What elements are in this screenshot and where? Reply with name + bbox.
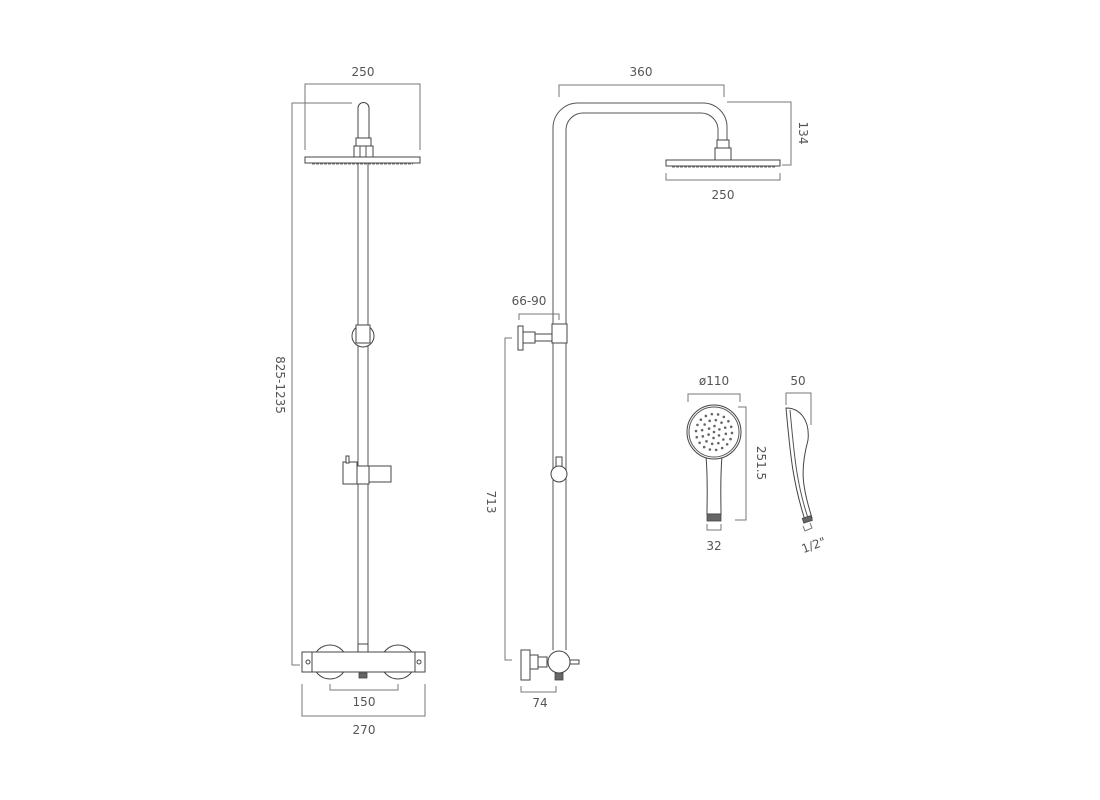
spray-nozzle (729, 437, 732, 441)
dimension-label: 74 (532, 696, 547, 710)
dimension-head-width-front: 250 (304, 65, 421, 150)
dimension-label: 150 (353, 695, 376, 709)
dimension-label: 270 (353, 723, 376, 737)
dimension-bracket-to-valve: 713 (484, 337, 512, 661)
spray-nozzle (723, 426, 727, 429)
dimension-label: 1/2" (800, 534, 828, 556)
spray-nozzle (703, 423, 706, 426)
dimension-label: 32 (706, 539, 721, 553)
spray-nozzle (722, 415, 726, 419)
spray-nozzle (729, 425, 733, 429)
handset-side (785, 407, 813, 524)
spray-nozzle (716, 413, 720, 416)
spray-nozzle (717, 441, 720, 445)
spray-nozzle (712, 436, 715, 440)
dimension-handset-thread: 1/2" (800, 522, 828, 556)
dimension-label: 251.5 (754, 446, 768, 480)
spray-nozzle (720, 421, 723, 424)
slider-holder-front (342, 455, 392, 485)
spray-nozzle (710, 442, 714, 446)
valve-side (520, 649, 580, 681)
overhead-shower-front (304, 102, 421, 165)
spray-nozzle (702, 445, 706, 449)
spray-nozzle (708, 419, 711, 423)
dimension-arm-drop: 134 (727, 101, 810, 166)
spray-nozzle (704, 414, 708, 418)
spray-nozzle (712, 430, 716, 434)
dimension-handset-nozzle: 32 (706, 524, 722, 553)
spray-nozzle (722, 438, 725, 441)
dimension-valve-depth: 74 (520, 686, 557, 710)
spray-nozzle (714, 418, 718, 422)
dimension-valve-width: 270 (301, 684, 426, 737)
spray-nozzle (714, 448, 718, 452)
dimension-label: 250 (352, 65, 375, 79)
dimension-wall-offset: 66-90 (512, 294, 560, 320)
side-view: 360 134 250 66-90 713 74 (484, 65, 810, 710)
dimension-valve-centres: 150 (329, 684, 399, 709)
riser-pipe-side (550, 343, 568, 650)
spray-nozzle (708, 448, 712, 451)
spray-nozzle (724, 432, 728, 436)
dimension-label: 360 (630, 65, 653, 79)
dimension-handset-length: 251.5 (735, 406, 768, 521)
spray-nozzle (720, 446, 724, 450)
spray-nozzle (713, 424, 716, 428)
spray-nozzle (698, 441, 701, 445)
spray-nozzle (707, 433, 710, 436)
spray-nozzle (730, 431, 734, 435)
spray-nozzle (699, 418, 703, 421)
spray-nozzle (701, 435, 705, 438)
spray-nozzle (725, 443, 729, 446)
front-view: 250 825-1235 150 270 (273, 65, 426, 737)
spray-nozzle (717, 434, 721, 437)
dimension-label: 50 (790, 374, 805, 388)
dimension-height-front: 825-1235 (273, 102, 352, 666)
spray-nozzle (710, 412, 714, 416)
spray-nozzle (705, 440, 708, 443)
dimension-label: 825-1235 (273, 356, 287, 414)
spray-nozzle (696, 423, 699, 427)
upper-bracket-front (351, 324, 375, 348)
thermostatic-valve-front (301, 643, 426, 680)
riser-pipe-front (357, 163, 369, 652)
spray-nozzle (718, 428, 721, 431)
dimension-head-width-side: 250 (665, 173, 781, 202)
dimension-label: 713 (484, 491, 498, 514)
spray-nozzle (727, 419, 730, 423)
spray-nozzle (695, 435, 699, 439)
dimension-handset-depth: 50 (785, 374, 812, 425)
dimension-label: ø110 (699, 374, 729, 388)
dimension-label: 134 (796, 122, 810, 145)
dimension-handset-diameter: ø110 (687, 374, 741, 402)
spray-nozzle (707, 427, 711, 430)
spray-nozzle (700, 428, 704, 432)
handset-front (686, 404, 742, 522)
spray-nozzles (694, 412, 734, 452)
dimension-label: 66-90 (512, 294, 547, 308)
wall-bracket-side (517, 323, 568, 351)
spray-nozzle (694, 429, 698, 433)
dimension-label: 250 (712, 188, 735, 202)
shower-arm-side (552, 102, 781, 325)
dimension-arm-projection: 360 (558, 65, 725, 97)
